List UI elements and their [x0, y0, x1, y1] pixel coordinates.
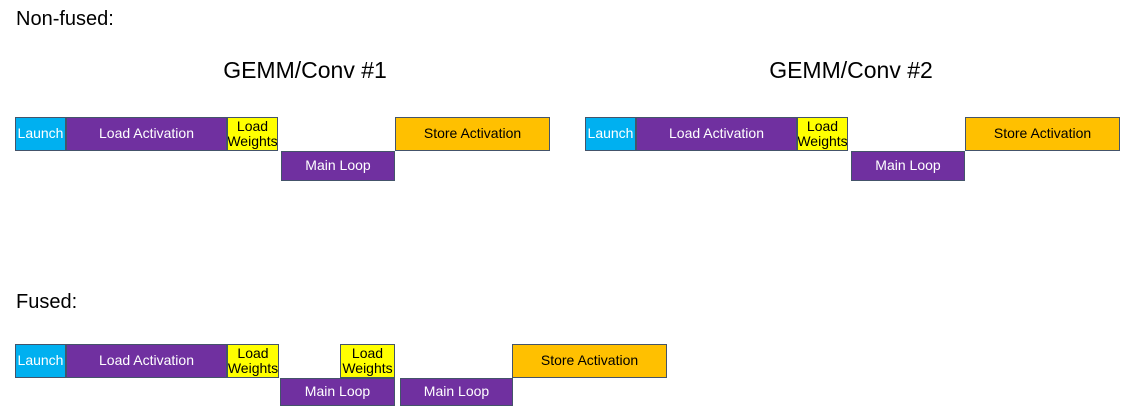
group-title-gemm-conv-1: GEMM/Conv #1 — [223, 57, 387, 83]
timeline-block-load-weights: Load Weights — [227, 117, 278, 151]
timeline-block-load-activation: Load Activation — [66, 117, 227, 151]
timeline-block-load-activation: Load Activation — [66, 344, 227, 378]
timeline-block-load-weights: Load Weights — [340, 344, 395, 378]
timeline-block-main-loop: Main Loop — [280, 378, 395, 406]
timeline-block-launch: Launch — [15, 117, 66, 151]
timeline-block-main-loop: Main Loop — [851, 151, 965, 181]
timeline-block-launch: Launch — [585, 117, 636, 151]
group-title-gemm-conv-2: GEMM/Conv #2 — [769, 57, 933, 83]
timeline-block-store-activation: Store Activation — [512, 344, 667, 378]
section-label-non-fused: Non-fused: — [16, 8, 114, 30]
timeline-block-launch: Launch — [15, 344, 66, 378]
timeline-block-store-activation: Store Activation — [395, 117, 550, 151]
timeline-block-store-activation: Store Activation — [965, 117, 1120, 151]
timeline-block-load-weights: Load Weights — [797, 117, 848, 151]
timeline-block-load-weights: Load Weights — [227, 344, 279, 378]
timeline-block-main-loop: Main Loop — [281, 151, 395, 181]
timeline-block-load-activation: Load Activation — [636, 117, 797, 151]
timeline-block-main-loop: Main Loop — [400, 378, 513, 406]
section-label-fused: Fused: — [16, 291, 78, 313]
